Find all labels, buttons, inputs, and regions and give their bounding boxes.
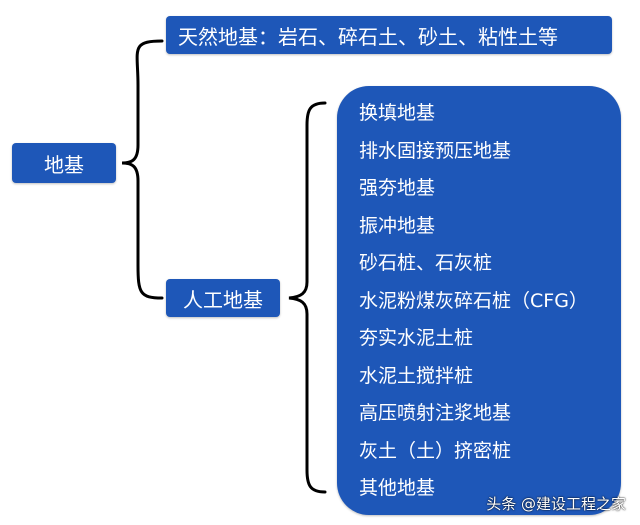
method-item: 水泥土搅拌桩 [359,364,474,387]
natural-foundation-label: 天然地基：岩石、碎石土、砂土、粘性土等 [178,24,558,49]
method-item: 砂石桩、石灰桩 [359,252,493,274]
method-item: 其他地基 [359,477,436,499]
artificial-foundation-label: 人工地基 [183,287,263,312]
root-label: 地基 [44,152,84,177]
method-item: 换填地基 [359,102,436,124]
artificial-foundation-node: 人工地基 [166,279,280,317]
method-item: 水泥粉煤灰碎石桩（CFG） [359,289,588,312]
method-item: 灰土（土）挤密桩 [359,439,512,462]
method-item: 夯实水泥土桩 [359,327,474,349]
root-node: 地基 [12,143,116,183]
artificial-brace [288,101,327,494]
method-item: 排水固接预压地基 [359,139,512,162]
artificial-methods-box: 换填地基 排水固接预压地基 强夯地基 振冲地基 砂石桩、石灰桩 水泥粉煤灰碎石桩… [337,86,621,515]
root-brace [121,39,164,300]
method-item: 强夯地基 [359,177,436,199]
watermark: 头条 @建设工程之家 [486,495,626,513]
method-item: 振冲地基 [359,214,436,237]
natural-foundation-node: 天然地基：岩石、碎石土、砂土、粘性土等 [166,16,612,54]
method-item: 高压喷射注浆地基 [359,402,512,424]
